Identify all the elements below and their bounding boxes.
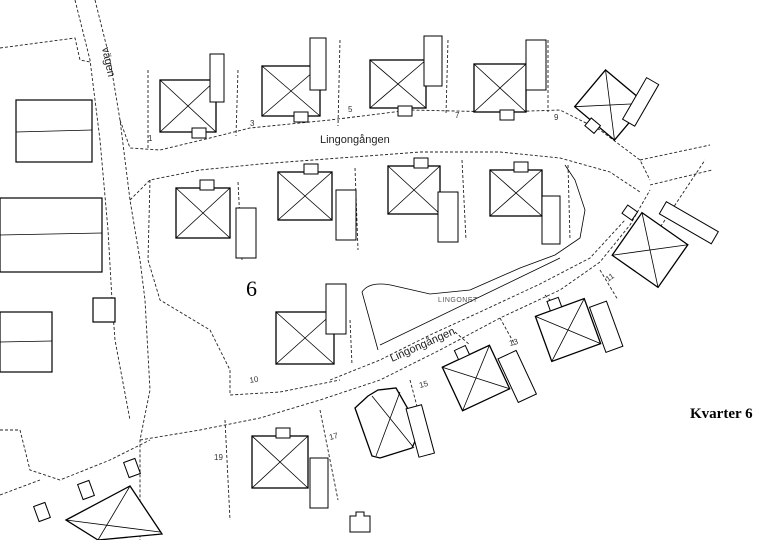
area-label-lingonet: LINGONET [438,297,478,304]
house-plot-19 [251,427,329,509]
house-mid-5 [275,283,347,365]
house-plot-11 [611,201,719,289]
plot-number-17: 17 [328,431,339,442]
lingonet-area [361,164,586,295]
plot-number-19: 19 [214,453,223,462]
plot-number-7: 7 [455,111,460,120]
lingonet-edge [361,291,379,351]
house-plot-3 [261,37,327,123]
plot-number-1: 1 [148,134,153,143]
plot-number-9: 9 [554,113,559,122]
plot-number-15: 15 [418,379,429,390]
house-plot-9 [573,68,660,142]
road-outlines [0,0,713,540]
plot-number-5: 5 [348,105,353,114]
houses-south-row [251,201,719,509]
house-plot-5 [369,35,443,117]
path-line [379,257,561,346]
plot-number-3: 3 [250,119,255,128]
houses-middle-row [175,157,561,365]
left-blocks [0,99,116,373]
house-plot-13 [534,296,624,363]
house-mid-1 [175,179,257,259]
map-title: Kvarter 6 [690,406,753,422]
plot-number-10: 10 [249,374,260,385]
house-plot-17 [354,387,436,459]
street-label-lingongangen-north: Lingongången [320,134,390,146]
street-label-vagen: vägen [99,46,117,78]
house-plot-1 [159,53,225,139]
plot-number-11: 11 [604,271,616,283]
house-plot-7 [473,39,547,121]
block-number: 6 [246,276,257,301]
houses-north-row [159,35,660,142]
plot-number-13: 13 [508,337,519,348]
house-mid-3 [387,157,459,243]
house-mid-4 [489,161,561,245]
house-mid-2 [277,163,357,241]
bottom-left-building [32,457,371,540]
house-plot-15 [441,344,538,412]
